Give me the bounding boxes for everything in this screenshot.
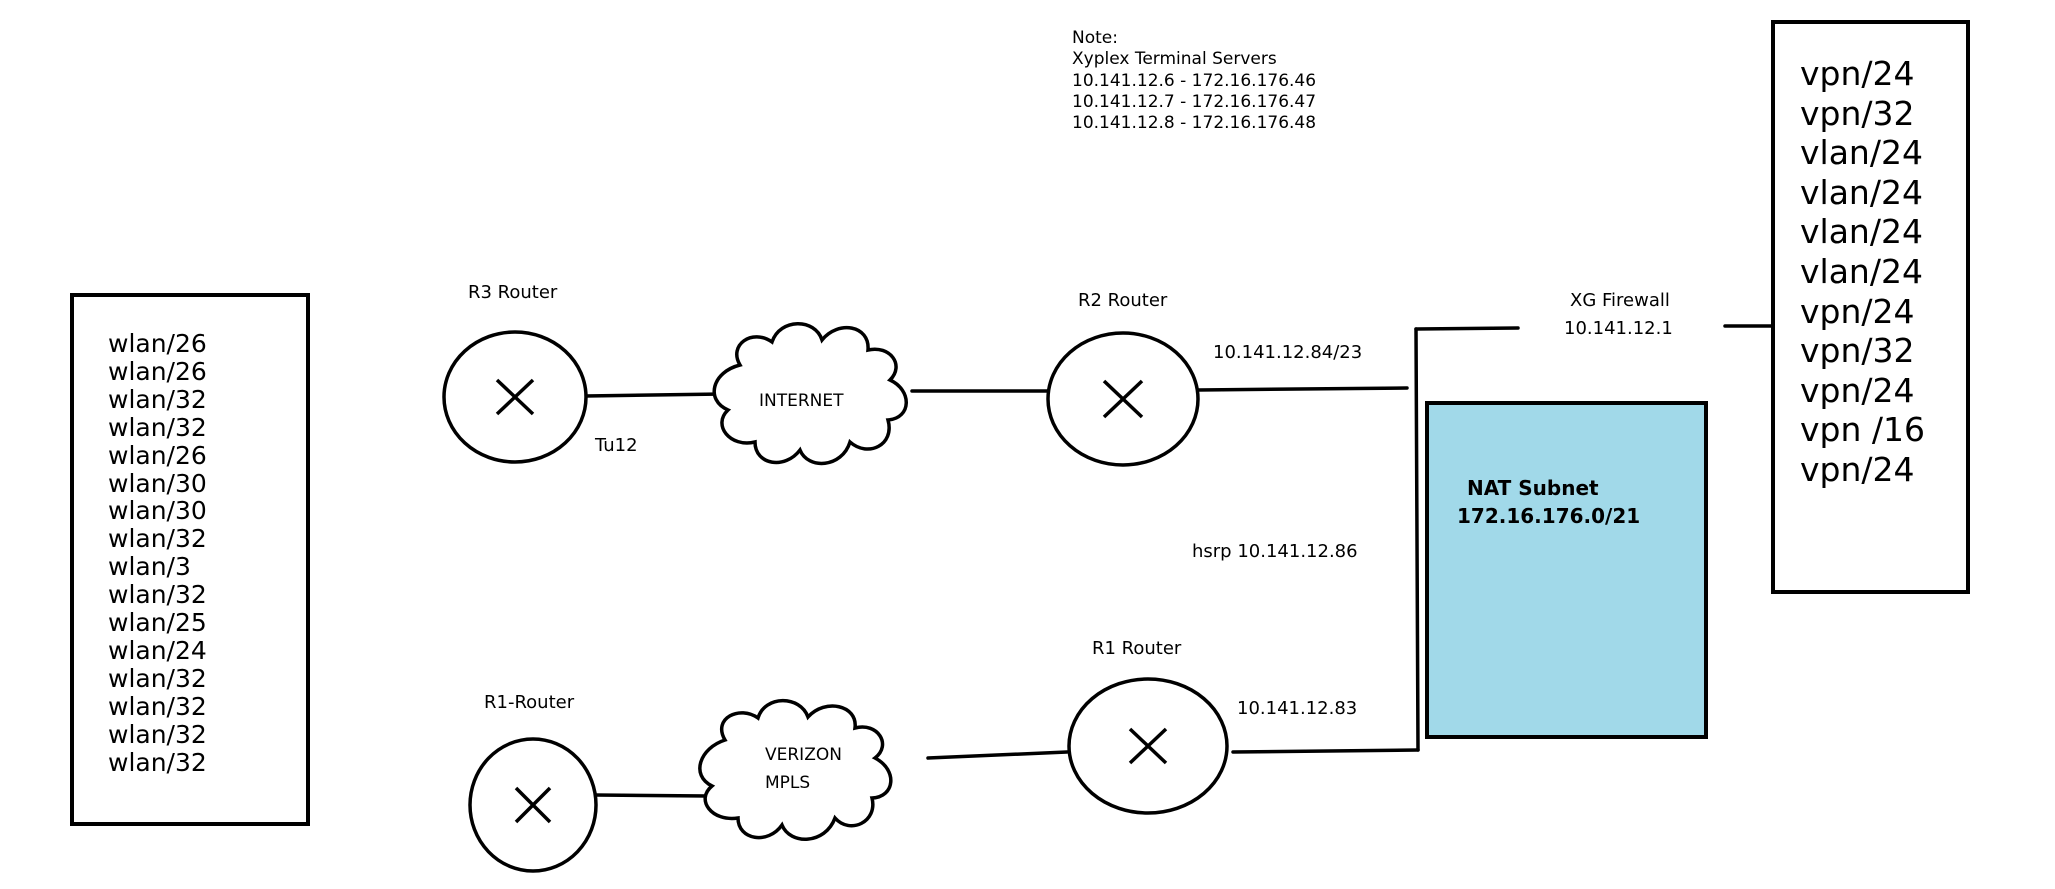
router-r1-label: R1 Router bbox=[1092, 638, 1182, 659]
note-line: 10.141.12.8 - 172.16.176.48 bbox=[1072, 113, 1317, 134]
wlan-list-item: wlan/26 bbox=[108, 329, 207, 358]
wlan-list-item: wlan/32 bbox=[108, 663, 207, 693]
nat-subnet-title: NAT Subnet bbox=[1467, 476, 1599, 500]
link-r1left-verizon bbox=[593, 793, 710, 798]
note-title: Note: bbox=[1072, 28, 1118, 48]
note-block: Note: Xyplex Terminal Servers 10.141.12.… bbox=[1072, 28, 1316, 134]
hsrp-label: hsrp 10.141.12.86 bbox=[1192, 541, 1358, 562]
wlan-list-item: wlan/30 bbox=[108, 496, 207, 526]
internet-cloud-icon bbox=[712, 322, 908, 466]
firewall-ip-label: 10.141.12.1 bbox=[1564, 318, 1673, 339]
wlan-list-item: wlan/26 bbox=[108, 356, 207, 386]
router-r2-icon bbox=[1046, 331, 1200, 467]
router-r3-icon bbox=[442, 330, 588, 464]
note-line: Xyplex Terminal Servers bbox=[1072, 49, 1277, 70]
router-r1-icon bbox=[1067, 677, 1229, 815]
vpn-list-item: vlan/24 bbox=[1800, 212, 1923, 252]
wlan-list-item: wlan/32 bbox=[108, 524, 207, 554]
r2-ip-label: 10.141.12.84/23 bbox=[1213, 342, 1363, 363]
wlan-list-item: wlan/30 bbox=[108, 468, 207, 498]
router-r1-left-icon bbox=[468, 737, 598, 873]
vpn-list-item: vpn/24 bbox=[1800, 291, 1915, 331]
wlan-list-item: wlan/32 bbox=[108, 384, 207, 414]
link-verizon-r1 bbox=[926, 750, 1069, 760]
tunnel-label: Tu12 bbox=[595, 435, 638, 456]
wlan-list-item: wlan/32 bbox=[108, 412, 207, 442]
vpn-list-item: vlan/24 bbox=[1800, 133, 1923, 173]
wlan-list-item: wlan/32 bbox=[108, 580, 207, 610]
wlan-list-item: wlan/32 bbox=[108, 719, 207, 749]
wlan-list-item: wlan/3 bbox=[108, 552, 191, 582]
link-r1-bus bbox=[1231, 748, 1420, 754]
wlan-list-item: wlan/25 bbox=[108, 608, 207, 638]
wlan-list-item: wlan/24 bbox=[108, 635, 207, 665]
nat-subnet-box bbox=[1425, 401, 1708, 739]
vpn-list-item: vpn/24 bbox=[1800, 54, 1915, 93]
link-r2-bus bbox=[1196, 386, 1409, 392]
router-r3-label: R3 Router bbox=[468, 282, 558, 303]
router-r2-label: R2 Router bbox=[1078, 290, 1168, 311]
note-line: 10.141.12.6 - 172.16.176.46 bbox=[1072, 70, 1317, 91]
r1-ip-label: 10.141.12.83 bbox=[1237, 698, 1358, 719]
wlan-list-item: wlan/26 bbox=[108, 440, 207, 470]
vpn-list-item: vpn /16 bbox=[1800, 410, 1925, 450]
vpn-list-item: vlan/24 bbox=[1800, 251, 1923, 291]
wlan-list-box bbox=[70, 293, 310, 826]
firewall-name-label: XG Firewall bbox=[1570, 290, 1670, 311]
vpn-list-item: vpn/32 bbox=[1800, 331, 1915, 371]
vpn-list-item: vpn/32 bbox=[1800, 93, 1915, 133]
note-line: 10.141.12.7 - 172.16.176.47 bbox=[1072, 91, 1317, 112]
router-r1-left-label: R1-Router bbox=[484, 692, 575, 713]
vpn-list-item: vpn/24 bbox=[1800, 370, 1915, 410]
link-bus-firewall bbox=[1414, 326, 1520, 331]
verizon-cloud-icon bbox=[698, 698, 893, 841]
internet-label: INTERNET bbox=[759, 391, 844, 411]
verizon-label: VERIZON bbox=[765, 745, 842, 765]
vpn-list-item: vpn/24 bbox=[1800, 449, 1915, 489]
link-r3-internet bbox=[583, 392, 725, 398]
bus-vertical bbox=[1414, 327, 1420, 752]
vpn-list-box bbox=[1771, 20, 1970, 594]
wlan-list-item: wlan/32 bbox=[108, 747, 207, 777]
nat-subnet-range: 172.16.176.0/21 bbox=[1457, 504, 1641, 528]
mpls-label: MPLS bbox=[765, 773, 811, 793]
wlan-list-item: wlan/32 bbox=[108, 691, 207, 721]
vpn-list-item: vlan/24 bbox=[1800, 172, 1923, 212]
